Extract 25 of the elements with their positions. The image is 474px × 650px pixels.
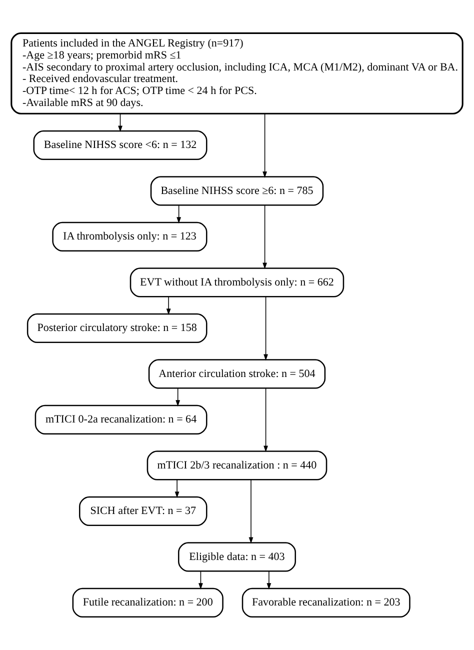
arrow [264,388,268,452]
arrow [262,113,268,178]
arrow [262,204,268,270]
node-box: Posterior circulatory stroke: n = 158 [26,313,208,343]
node-box: mTICI 0-2a recanalization: n = 64 [34,404,208,434]
arrow [176,388,180,406]
node-box: Favorable recanalization: n = 203 [242,588,410,618]
arrow [118,113,122,132]
node-box: Futile recanalization: n = 200 [72,588,224,618]
node-box: Eligible data: n = 403 [178,542,296,572]
node-box: Baseline NIHSS score <6: n = 132 [33,130,208,160]
node-box: Baseline NIHSS score ≥6: n = 785 [150,176,324,206]
arrow [264,296,268,361]
arrow [166,296,171,315]
arrow [266,570,272,590]
node-box: IA thrombolysis only: n = 123 [52,222,208,252]
node-box: SICH after EVT: n = 37 [79,496,208,526]
node-box: mTICI 2b/3 recanalization : n = 440 [146,450,328,480]
node-box: EVT without IA thrombolysis only: n = 662 [130,268,344,298]
arrow [248,479,254,544]
node-box: Anterior circulation stroke: n = 504 [148,359,326,389]
arrow [174,479,180,498]
arrow [198,570,203,590]
arrow [176,204,182,224]
node-box: Patients included in the ANGEL Registry (n=917) -Age ≥18 years; premorbid mRS ≤1 -AIS secondary to proximal artery occlusion, including ICA, MCA (M1/M2), dominant VA or BA. - Received endovascular treatment. -OTP time< 12 h for ACS; OTP time < 24 h for PCS. -Available mRS at 90 days. [10,32,464,114]
